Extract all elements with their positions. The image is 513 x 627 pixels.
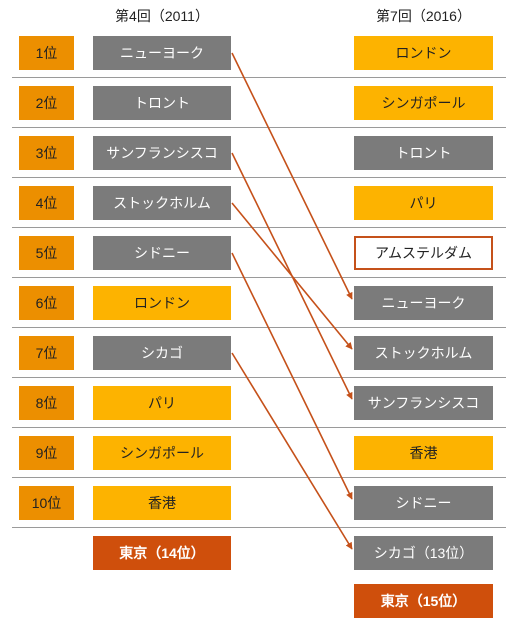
rank-9: 9位 bbox=[19, 436, 74, 470]
city-2011-san-francisco: サンフランシスコ bbox=[93, 136, 231, 170]
rank-6: 6位 bbox=[19, 286, 74, 320]
city-2011-new-york: ニューヨーク bbox=[93, 36, 231, 70]
rank-7: 7位 bbox=[19, 336, 74, 370]
row-separator bbox=[12, 127, 506, 128]
city-2011-chicago: シカゴ bbox=[93, 336, 231, 370]
city-2011-paris: パリ bbox=[93, 386, 231, 420]
arrow-sydney bbox=[231, 252, 353, 500]
city-2016-singapore: シンガポール bbox=[354, 86, 493, 120]
city-2011-toronto: トロント bbox=[93, 86, 231, 120]
city-2011-stockholm: ストックホルム bbox=[93, 186, 231, 220]
row-separator bbox=[12, 477, 506, 478]
city-2016-stockholm: ストックホルム bbox=[354, 336, 493, 370]
city-2016-toronto: トロント bbox=[354, 136, 493, 170]
row-separator bbox=[12, 377, 506, 378]
city-2016-sydney: シドニー bbox=[354, 486, 493, 520]
header-2016: 第7回（2016） bbox=[376, 8, 471, 24]
rank-10: 10位 bbox=[19, 486, 74, 520]
city-2016-chicago: シカゴ（13位） bbox=[354, 536, 493, 570]
city-2011-singapore: シンガポール bbox=[93, 436, 231, 470]
rank-3: 3位 bbox=[19, 136, 74, 170]
city-2011-london: ロンドン bbox=[93, 286, 231, 320]
rank-8: 8位 bbox=[19, 386, 74, 420]
header-2011: 第4回（2011） bbox=[115, 8, 209, 24]
rank-4: 4位 bbox=[19, 186, 74, 220]
row-separator bbox=[12, 277, 506, 278]
rank-1: 1位 bbox=[19, 36, 74, 70]
row-separator bbox=[12, 327, 506, 328]
arrow-stockholm bbox=[231, 202, 353, 350]
city-2011-tokyo: 東京（14位） bbox=[93, 536, 231, 570]
city-2016-tokyo: 東京（15位） bbox=[354, 584, 493, 618]
row-separator bbox=[12, 177, 506, 178]
city-2016-paris: パリ bbox=[354, 186, 493, 220]
rank-5: 5位 bbox=[19, 236, 74, 270]
arrow-chicago bbox=[231, 352, 353, 550]
city-2016-hong-kong: 香港 bbox=[354, 436, 493, 470]
row-separator bbox=[12, 527, 506, 528]
city-2011-hong-kong: 香港 bbox=[93, 486, 231, 520]
city-2016-new-york: ニューヨーク bbox=[354, 286, 493, 320]
city-2011-sydney: シドニー bbox=[93, 236, 231, 270]
city-2016-san-francisco: サンフランシスコ bbox=[354, 386, 493, 420]
row-separator bbox=[12, 227, 506, 228]
row-separator bbox=[12, 427, 506, 428]
city-2016-london: ロンドン bbox=[354, 36, 493, 70]
arrow-new-york bbox=[231, 52, 353, 300]
row-separator bbox=[12, 77, 506, 78]
rank-2: 2位 bbox=[19, 86, 74, 120]
city-2016-amsterdam: アムステルダム bbox=[354, 236, 493, 270]
